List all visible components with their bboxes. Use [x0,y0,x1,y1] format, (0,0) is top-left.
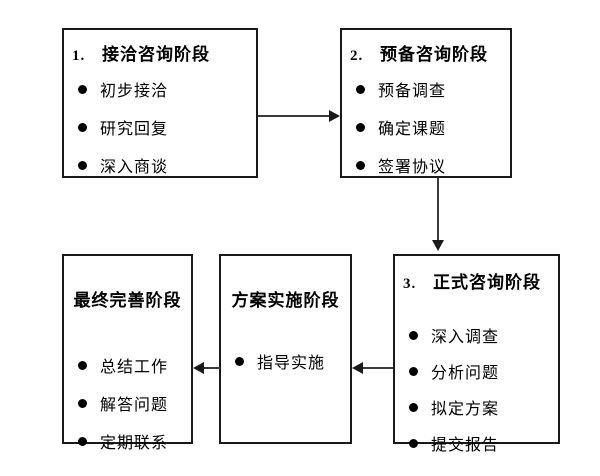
stage-2-item-2: 签署协议 [378,159,447,176]
bullet-icon [72,120,100,135]
stage-1-title: 接洽咨询阶段 [102,45,210,64]
connector-stage2-to-stage3-arrowhead [432,240,444,251]
list-item: 指导实施 [229,349,342,373]
flow-box-content: 3. 正式咨询阶段 深入调查 分析问题 拟定方案 提交报告 [395,256,558,454]
bullet-icon [403,436,431,451]
stage-3-item-3: 提交报告 [431,437,500,454]
final-item-list: 总结工作 解答问题 定期联系 [72,353,183,453]
final-title: 最终完善阶段 [73,291,182,310]
connector-stage2-to-stage3-line [437,178,439,241]
flow-box-implementation[interactable]: 方案实施阶段 指导实施 [219,254,352,444]
bullet-icon [72,82,100,97]
connector-stage3-to-implementation-arrowhead [352,362,363,374]
stage-3-number: 3. [403,276,417,292]
connector-stage3-to-implementation-line [363,367,393,369]
stage-1-item-0: 初步接洽 [100,83,169,100]
list-item: 提交报告 [403,431,550,455]
connector-stage1-to-stage2-line [258,115,330,117]
bullet-icon [350,120,378,135]
implementation-title: 方案实施阶段 [231,291,340,310]
stage-3-item-2: 拟定方案 [431,401,500,418]
stage-1-item-1: 研究回复 [100,121,169,138]
flow-box-content: 最终完善阶段 总结工作 解答问题 定期联系 [64,256,191,452]
stage-1-item-2: 深入商谈 [100,159,169,176]
connector-implementation-to-final-line [204,367,220,369]
implementation-item-0: 指导实施 [257,355,326,372]
flow-box-content: 1. 接洽咨询阶段 初步接洽 研究回复 深入商谈 [64,30,256,176]
connector-implementation-to-final-arrowhead [193,362,204,374]
list-item: 签署协议 [350,153,502,177]
connector-stage1-to-stage2-arrowhead [329,110,340,122]
flow-box-final[interactable]: 最终完善阶段 总结工作 解答问题 定期联系 [62,254,193,452]
list-item: 深入商谈 [72,153,248,177]
stage-3-item-1: 分析问题 [431,365,500,382]
final-item-2: 定期联系 [100,435,169,452]
list-item: 分析问题 [403,359,550,383]
bullet-icon [229,354,257,369]
final-item-0: 总结工作 [100,359,169,376]
bullet-icon [72,158,100,173]
bullet-icon [72,358,100,373]
stage-1-number: 1. [72,48,86,64]
list-item: 确定课题 [350,115,502,139]
list-item: 解答问题 [72,391,183,415]
list-item: 深入调查 [403,323,550,347]
stage-3-header: 3. 正式咨询阶段 [403,268,550,293]
list-item: 初步接洽 [72,77,248,101]
bullet-icon [72,396,100,411]
bullet-icon [403,400,431,415]
bullet-icon [403,328,431,343]
list-item: 拟定方案 [403,395,550,419]
list-item: 总结工作 [72,353,183,377]
list-item: 研究回复 [72,115,248,139]
flow-box-content: 方案实施阶段 指导实施 [221,256,350,442]
bullet-icon [72,434,100,449]
stage-2-item-0: 预备调查 [378,83,447,100]
flow-box-content: 2. 预备咨询阶段 预备调查 确定课题 签署协议 [342,30,510,176]
stage-1-header: 1. 接洽咨询阶段 [72,40,248,65]
bullet-icon [350,158,378,173]
list-item: 预备调查 [350,77,502,101]
implementation-item-list: 指导实施 [229,349,342,373]
flow-box-stage-3[interactable]: 3. 正式咨询阶段 深入调查 分析问题 拟定方案 提交报告 [393,254,560,454]
stage-3-item-0: 深入调查 [431,329,500,346]
stage-2-title: 预备咨询阶段 [380,45,488,64]
stage-3-item-list: 深入调查 分析问题 拟定方案 提交报告 [403,323,550,455]
stage-3-title: 正式咨询阶段 [433,273,541,292]
final-item-1: 解答问题 [100,397,169,414]
bullet-icon [350,82,378,97]
flow-box-stage-2[interactable]: 2. 预备咨询阶段 预备调查 确定课题 签署协议 [340,28,512,178]
list-item: 定期联系 [72,429,183,453]
stage-2-item-1: 确定课题 [378,121,447,138]
flow-box-stage-1[interactable]: 1. 接洽咨询阶段 初步接洽 研究回复 深入商谈 [62,28,258,178]
bullet-icon [403,364,431,379]
stage-2-header: 2. 预备咨询阶段 [350,40,502,65]
stage-2-number: 2. [350,48,364,64]
stage-2-item-list: 预备调查 确定课题 签署协议 [350,77,502,177]
stage-1-item-list: 初步接洽 研究回复 深入商谈 [72,77,248,177]
